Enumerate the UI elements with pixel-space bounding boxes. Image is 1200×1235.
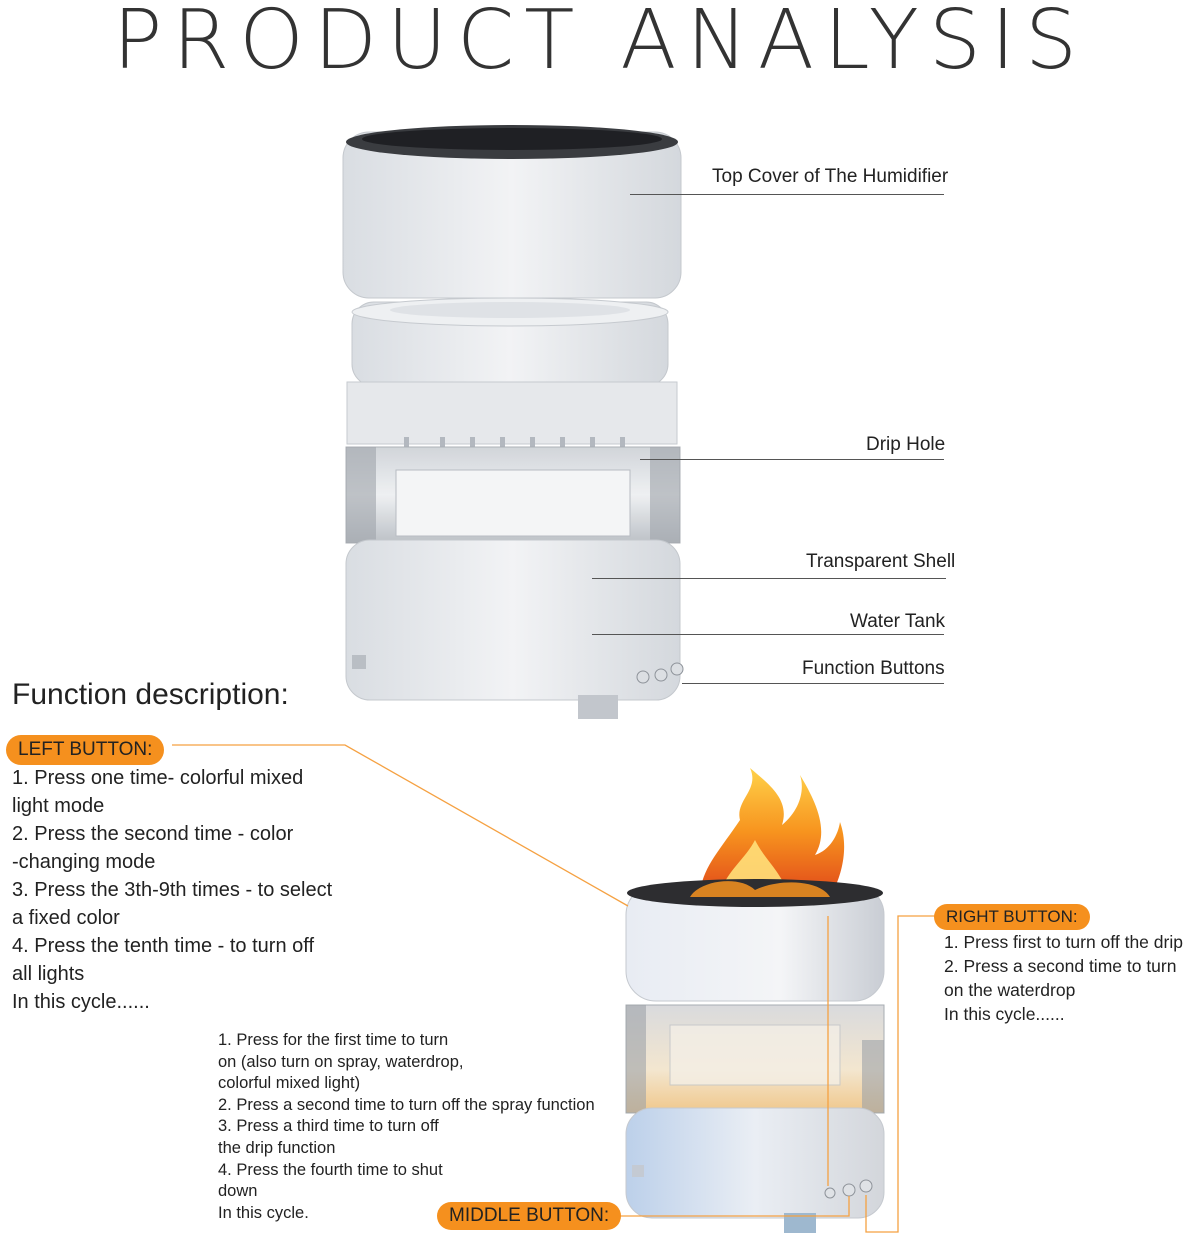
middle-button-leader-line — [605, 1196, 850, 1217]
desc-line: -changing mode — [12, 851, 156, 873]
desc-line: the drip function — [218, 1138, 336, 1157]
right-button-leader-line — [865, 915, 941, 1233]
desc-line: 3. Press a third time to turn off — [218, 1117, 439, 1136]
desc-line: light mode — [12, 795, 105, 817]
page-title: PRODUCT ANALYSIS — [112, 0, 1088, 88]
callout-top-cover: Top Cover of The Humidifier — [712, 166, 949, 187]
desc-line: 2. Press a second time to turn — [944, 956, 1177, 976]
right-button-description: 1. Press first to turn off the drip 2. P… — [944, 930, 1183, 1026]
top-cover-illustration — [342, 125, 682, 299]
desc-line: colorful mixed light) — [218, 1074, 361, 1093]
body-illustration — [345, 297, 684, 719]
desc-line: 1. Press one time- colorful mixed — [12, 767, 304, 789]
right-button-label: RIGHT BUTTON: — [934, 904, 1090, 930]
callout-drip-hole: Drip Hole — [866, 434, 946, 455]
callout-line-transparent-shell — [592, 578, 946, 579]
desc-line: 1. Press first to turn off the drip — [944, 932, 1183, 952]
callout-line-top-cover — [630, 194, 944, 195]
desc-line: a fixed color — [12, 907, 120, 929]
desc-line: 2. Press a second time to turn off the s… — [218, 1095, 595, 1114]
middle-button-description: 1. Press for the first time to turn on (… — [218, 1030, 595, 1224]
lit-humidifier-illustration — [625, 768, 885, 1233]
callout-line-function-buttons — [682, 683, 944, 684]
desc-line: 1. Press for the first time to turn — [218, 1031, 449, 1049]
desc-line: In this cycle...... — [12, 991, 150, 1013]
callout-line-water-tank — [592, 634, 944, 635]
desc-line: all lights — [12, 963, 85, 985]
desc-line: 4. Press the tenth time - to turn off — [12, 935, 315, 957]
desc-line: 3. Press the 3th-9th times - to select — [12, 879, 333, 901]
left-button-description: 1. Press one time- colorful mixed light … — [12, 764, 332, 1016]
left-button-leader-line — [172, 744, 629, 907]
desc-line: In this cycle. — [218, 1203, 309, 1222]
desc-line: 2. Press the second time - color — [12, 823, 294, 845]
callout-water-tank: Water Tank — [850, 611, 946, 632]
function-heading: Function description: — [12, 678, 289, 711]
desc-line: 4. Press the fourth time to shut — [218, 1160, 443, 1179]
left-button-label: LEFT BUTTON: — [6, 735, 165, 765]
desc-line: on the waterdrop — [944, 980, 1076, 1000]
callout-transparent-shell: Transparent Shell — [806, 551, 956, 572]
desc-line: In this cycle...... — [944, 1004, 1065, 1024]
desc-line: down — [218, 1182, 258, 1201]
callout-function-buttons: Function Buttons — [802, 658, 945, 679]
callout-line-drip-hole — [640, 459, 944, 460]
button-leader-lines — [172, 744, 941, 1233]
middle-button-label: MIDDLE BUTTON: — [437, 1202, 622, 1230]
desc-line: on (also turn on spray, waterdrop, — [218, 1052, 464, 1071]
